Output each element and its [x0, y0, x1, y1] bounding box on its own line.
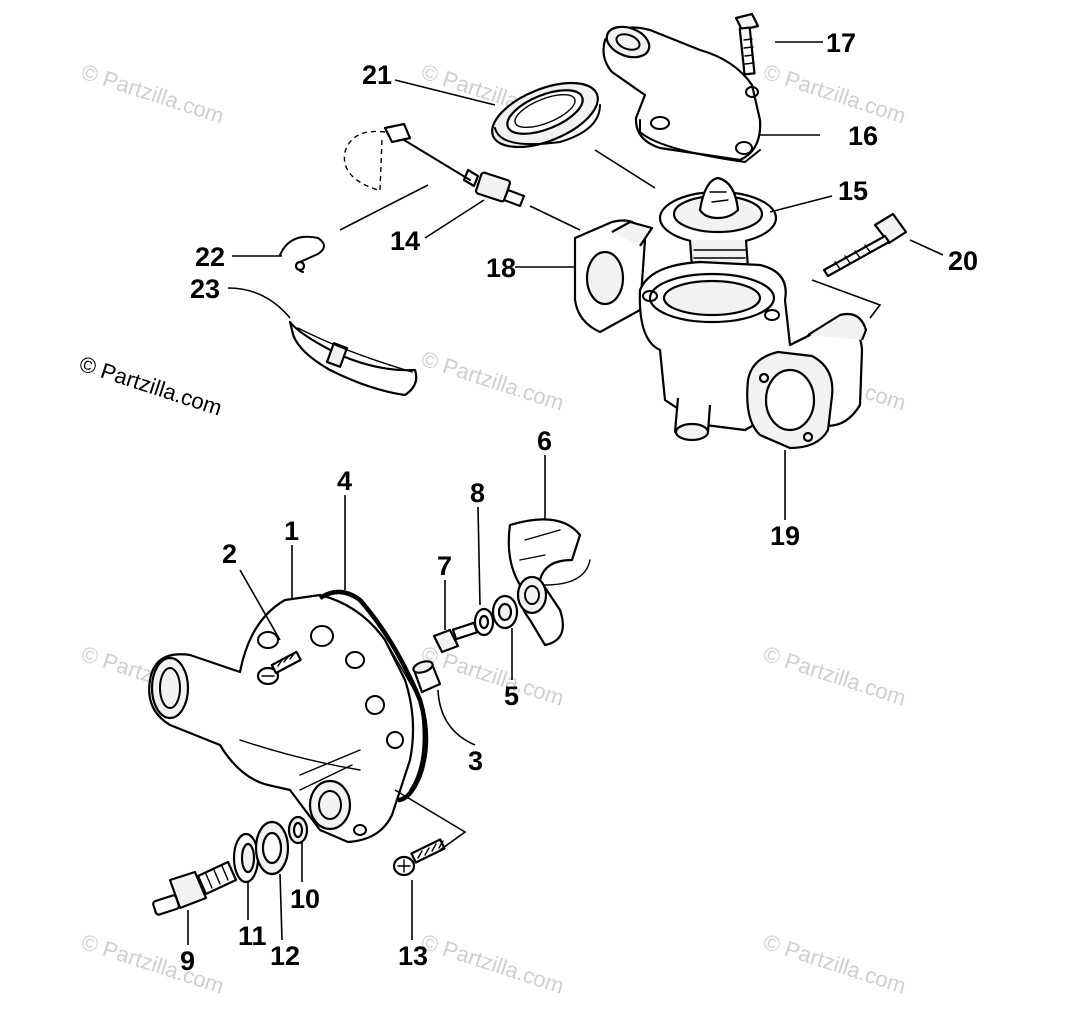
callout-19[interactable]: 19: [770, 521, 800, 551]
callout-5[interactable]: 5: [504, 681, 519, 711]
callout-9[interactable]: 9: [180, 946, 195, 976]
callout-23[interactable]: 23: [190, 274, 220, 304]
watermark-3: © Partzilla.com: [760, 59, 909, 129]
part-6-impeller[interactable]: [507, 518, 591, 647]
part-5-washer[interactable]: [491, 594, 519, 630]
part-10-washer[interactable]: [287, 815, 309, 845]
callout-13[interactable]: 13: [398, 941, 428, 971]
callout-6[interactable]: 6: [537, 426, 552, 456]
watermark-12: © Partzilla.com: [760, 929, 909, 999]
part-2-screw[interactable]: [256, 650, 302, 686]
callout-7[interactable]: 7: [437, 551, 452, 581]
callout-18[interactable]: 18: [486, 253, 516, 283]
part-1-pump-cover[interactable]: [148, 593, 424, 844]
watermark-10: © Partzilla.com: [78, 929, 227, 999]
callout-3[interactable]: 3: [468, 746, 483, 776]
part-19-gasket[interactable]: [746, 350, 834, 450]
callouts: 17 21 16 15 20 18 14 22 23 19 1 2 4 3 7 …: [180, 28, 978, 976]
callout-14[interactable]: 14: [390, 226, 420, 256]
callout-21[interactable]: 21: [362, 60, 392, 90]
watermark-main: © Partzilla.com: [76, 351, 225, 421]
part-15-thermostat[interactable]: [658, 176, 778, 275]
part-8-washer[interactable]: [473, 607, 495, 637]
part-4-o-ring[interactable]: [318, 589, 429, 803]
part-21-seal[interactable]: [483, 70, 606, 160]
leader-lines: [187, 41, 944, 945]
part-13-screw[interactable]: [392, 838, 446, 877]
callout-20[interactable]: 20: [948, 246, 978, 276]
part-14-sensor[interactable]: [462, 168, 526, 208]
callout-15[interactable]: 15: [838, 176, 868, 206]
watermark-9: © Partzilla.com: [760, 641, 909, 711]
part-7-bolt[interactable]: [432, 621, 479, 654]
callout-8[interactable]: 8: [470, 478, 485, 508]
callout-2[interactable]: 2: [222, 539, 237, 569]
callout-16[interactable]: 16: [848, 121, 878, 151]
part-23-cable-tie[interactable]: [288, 320, 418, 397]
watermark-11: © Partzilla.com: [418, 929, 567, 999]
part-16-housing-cover[interactable]: [602, 21, 762, 163]
part-12-seal[interactable]: [254, 820, 290, 876]
callout-17[interactable]: 17: [826, 28, 856, 58]
part-22-clip[interactable]: [279, 122, 471, 273]
part-17-bolt[interactable]: [734, 12, 760, 76]
callout-22[interactable]: 22: [195, 242, 225, 272]
callout-11[interactable]: 11: [238, 921, 267, 951]
watermark-5: © Partzilla.com: [418, 346, 567, 416]
part-3-bushing[interactable]: [412, 659, 442, 694]
part-9-fitting[interactable]: [152, 860, 238, 916]
part-11-ring[interactable]: [232, 832, 260, 884]
watermark-1: © Partzilla.com: [78, 59, 227, 129]
callout-1[interactable]: 1: [284, 516, 299, 546]
callout-10[interactable]: 10: [290, 884, 320, 914]
callout-12[interactable]: 12: [270, 941, 300, 971]
part-20-bolt[interactable]: [811, 212, 908, 319]
callout-4[interactable]: 4: [337, 466, 352, 496]
